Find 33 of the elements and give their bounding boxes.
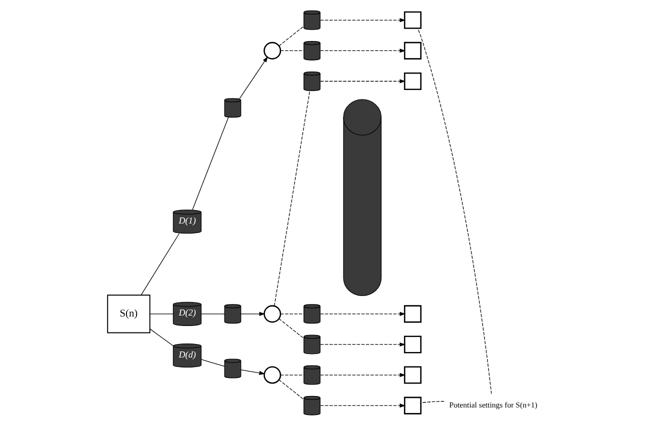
node-circle bbox=[264, 305, 282, 323]
arrow bbox=[240, 312, 266, 316]
arrow bbox=[320, 18, 406, 22]
arrow bbox=[320, 48, 406, 53]
connector bbox=[280, 50, 304, 52]
connector bbox=[280, 374, 304, 376]
node-box bbox=[404, 305, 422, 323]
arrow bbox=[320, 404, 406, 408]
node-box bbox=[404, 366, 422, 384]
node-circle bbox=[264, 366, 282, 384]
connector bbox=[420, 400, 445, 404]
connector bbox=[417, 28, 492, 394]
node-box: S(n) bbox=[107, 294, 150, 334]
connector bbox=[278, 318, 304, 339]
node-box bbox=[404, 72, 422, 90]
arrow bbox=[320, 372, 406, 378]
arrow bbox=[239, 56, 268, 100]
connector bbox=[192, 117, 229, 210]
arrow bbox=[320, 342, 406, 347]
node-box bbox=[404, 336, 422, 354]
connector bbox=[278, 379, 304, 400]
connector bbox=[274, 90, 310, 306]
node-circle bbox=[264, 42, 282, 60]
connector bbox=[201, 359, 225, 367]
connector bbox=[150, 328, 174, 346]
node-box bbox=[404, 11, 422, 29]
node-box bbox=[404, 42, 422, 60]
connector bbox=[278, 26, 304, 46]
arrow bbox=[320, 79, 406, 84]
arrow bbox=[320, 312, 406, 316]
connector bbox=[140, 233, 180, 296]
node-box bbox=[404, 396, 422, 414]
arrow bbox=[240, 369, 266, 375]
